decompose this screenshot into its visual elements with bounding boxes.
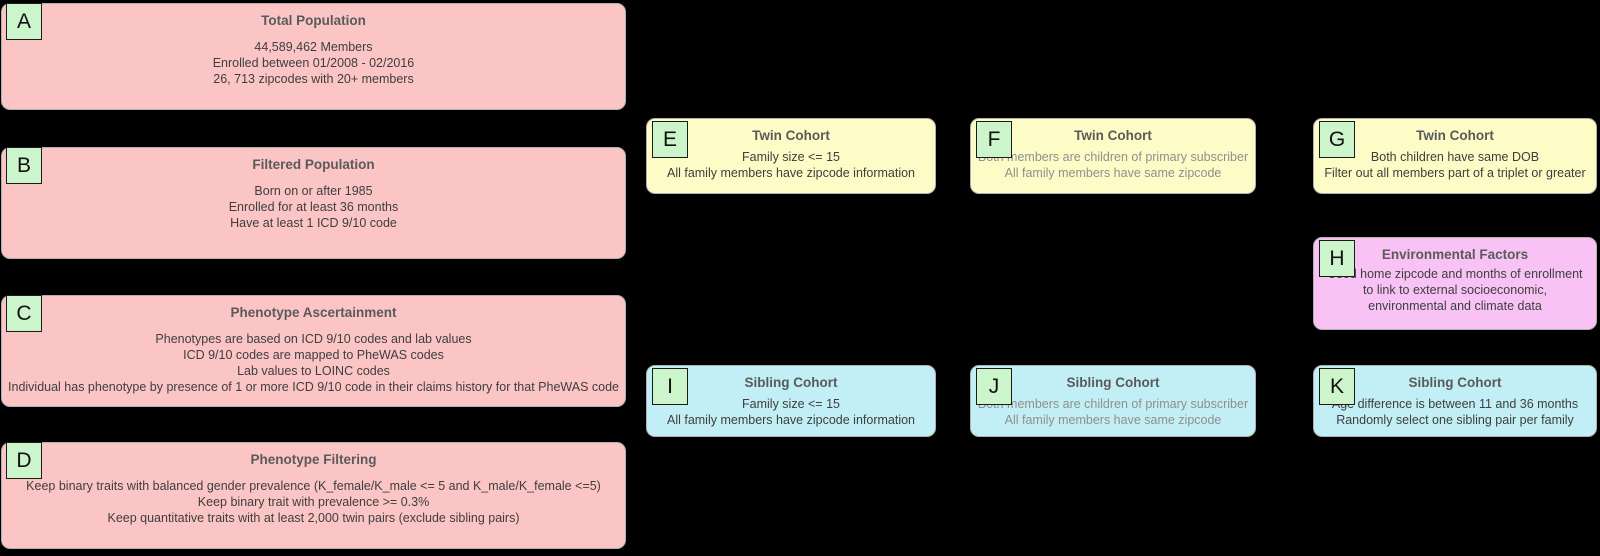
box-body: Used home zipcode and months of enrollme… [1327, 267, 1583, 313]
box-body: Age difference is between 11 and 36 mont… [1314, 396, 1596, 428]
body-line: ICD 9/10 codes are mapped to PheWAS code… [183, 348, 444, 362]
box-body: Family size <= 15 All family members hav… [647, 396, 935, 428]
label-letter: J [988, 375, 1000, 398]
label-square-b: B [6, 147, 42, 184]
label-letter: F [987, 128, 1001, 151]
body-line: Lab values to LOINC codes [237, 364, 390, 378]
box-body: Born on or after 1985 Enrolled for at le… [2, 183, 625, 231]
box-body: Both children have same DOB Filter out a… [1314, 149, 1596, 181]
box-twin-cohort-g: G Twin Cohort Both children have same DO… [1313, 118, 1597, 194]
body-line: All family members have zipcode informat… [666, 413, 916, 427]
box-title: Twin Cohort [1074, 128, 1152, 143]
body-line: Randomly select one sibling pair per fam… [1336, 413, 1574, 427]
label-square-k: K [1319, 368, 1355, 405]
body-line: Have at least 1 ICD 9/10 code [230, 216, 397, 230]
body-line: Family size <= 15 [742, 397, 840, 411]
body-line: Both members are children of primary sub… [977, 150, 1249, 164]
body-line: All family members have same zipcode [1004, 166, 1222, 180]
label-letter: K [1329, 375, 1344, 398]
body-line: All family members have same zipcode [1004, 413, 1222, 427]
body-line: Family size <= 15 [742, 150, 840, 164]
box-body: Phenotypes are based on ICD 9/10 codes a… [2, 331, 625, 395]
box-title: Sibling Cohort [1408, 375, 1502, 390]
label-square-f: F [976, 121, 1012, 158]
label-square-d: D [6, 442, 42, 479]
box-phenotype-filtering: D Phenotype Filtering Keep binary traits… [1, 442, 626, 549]
label-letter: I [667, 375, 673, 398]
label-square-i: I [652, 368, 688, 405]
box-title: Phenotype Filtering [250, 452, 377, 467]
box-title: Phenotype Ascertainment [230, 305, 397, 320]
box-phenotype-ascertainment: C Phenotype Ascertainment Phenotypes are… [1, 295, 626, 407]
label-letter: A [16, 10, 31, 33]
box-body: Both members are children of primary sub… [971, 149, 1255, 181]
box-body: Family size <= 15 All family members hav… [647, 149, 935, 181]
box-title: Filtered Population [252, 157, 375, 172]
box-body: Keep binary traits with balanced gender … [2, 478, 625, 526]
label-letter: C [16, 302, 32, 325]
body-line: Born on or after 1985 [254, 184, 373, 198]
body-line: Enrolled between 01/2008 - 02/2016 [212, 56, 415, 70]
label-letter: E [662, 128, 677, 151]
box-body: Both members are children of primary sub… [971, 396, 1255, 428]
box-twin-cohort-f: F Twin Cohort Both members are children … [970, 118, 1256, 194]
body-line: Filter out all members part of a triplet… [1324, 166, 1586, 180]
box-sibling-cohort-j: J Sibling Cohort Both members are childr… [970, 365, 1256, 437]
box-title: Environmental Factors [1381, 247, 1529, 262]
body-line: Enrolled for at least 36 months [228, 200, 399, 214]
body-line: Keep quantitative traits with at least 2… [107, 511, 520, 525]
label-letter: B [16, 154, 31, 177]
body-line: Keep binary trait with prevalence >= 0.3… [197, 495, 430, 509]
box-body: 44,589,462 Members Enrolled between 01/2… [2, 39, 625, 87]
body-line: Both children have same DOB [1370, 150, 1540, 164]
box-title: Twin Cohort [752, 128, 830, 143]
label-letter: D [16, 449, 32, 472]
label-square-g: G [1319, 121, 1355, 158]
box-filtered-population: B Filtered Population Born on or after 1… [1, 147, 626, 259]
label-letter: G [1328, 128, 1346, 151]
box-title: Total Population [261, 13, 366, 28]
body-line: Age difference is between 11 and 36 mont… [1331, 397, 1579, 411]
label-square-c: C [6, 295, 42, 332]
box-sibling-cohort-i: I Sibling Cohort Family size <= 15 All f… [646, 365, 936, 437]
body-line: 26, 713 zipcodes with 20+ members [213, 72, 414, 86]
body-line: Phenotypes are based on ICD 9/10 codes a… [155, 332, 472, 346]
body-line: Keep binary traits with balanced gender … [26, 479, 601, 493]
body-line: All family members have zipcode informat… [666, 166, 916, 180]
box-title: Sibling Cohort [1066, 375, 1160, 390]
box-total-population: A Total Population 44,589,462 Members En… [1, 3, 626, 110]
body-line: Individual has phenotype by presence of … [8, 380, 619, 394]
box-sibling-cohort-k: K Sibling Cohort Age difference is betwe… [1313, 365, 1597, 437]
label-square-j: J [976, 368, 1012, 405]
box-environmental-factors: H Environmental Factors Used home zipcod… [1313, 237, 1597, 330]
label-square-h: H [1319, 240, 1355, 277]
box-title: Twin Cohort [1416, 128, 1494, 143]
box-twin-cohort-e: E Twin Cohort Family size <= 15 All fami… [646, 118, 936, 194]
label-square-a: A [6, 3, 42, 40]
box-title: Sibling Cohort [744, 375, 838, 390]
body-line: 44,589,462 Members [254, 40, 373, 54]
label-letter: H [1329, 247, 1345, 270]
label-square-e: E [652, 121, 688, 158]
body-line: Both members are children of primary sub… [977, 397, 1249, 411]
